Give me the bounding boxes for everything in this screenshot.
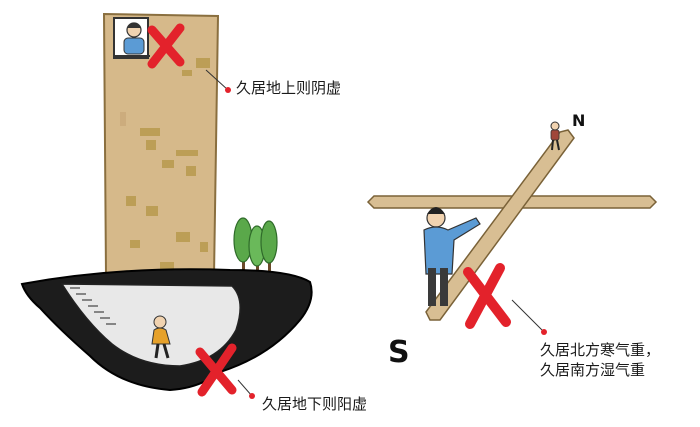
basement-person [151,315,171,359]
ground-island [20,268,313,392]
red-x-icon-basement [195,343,237,397]
standing-person [423,207,481,306]
basement-room [60,283,241,367]
red-x-icon-top [147,23,185,69]
caption-underground: 久居地下则阳虚 [262,395,368,413]
north-person [550,121,560,151]
caption-north-south: 久居北方寒气重， 久居南方湿气重 [540,340,660,380]
trees [233,217,278,277]
pointer-basement [237,379,255,399]
red-dot-icon [225,87,231,93]
red-dot-icon [541,329,547,335]
tall-building [102,12,220,277]
compass-cross [366,129,658,321]
red-x-icon-compass [463,263,511,329]
caption-above-ground: 久居地上则阴虚 [236,79,342,97]
pointer-top [205,69,231,93]
caption-north-line: 久居北方寒气重， [540,341,661,359]
top-floor-window [113,17,150,59]
pointer-compass [511,299,547,335]
compass-north-label: N [572,111,585,130]
compass-south-label: S [388,335,410,370]
caption-south-line: 久居南方湿气重 [540,361,646,379]
red-dot-icon [249,393,255,399]
